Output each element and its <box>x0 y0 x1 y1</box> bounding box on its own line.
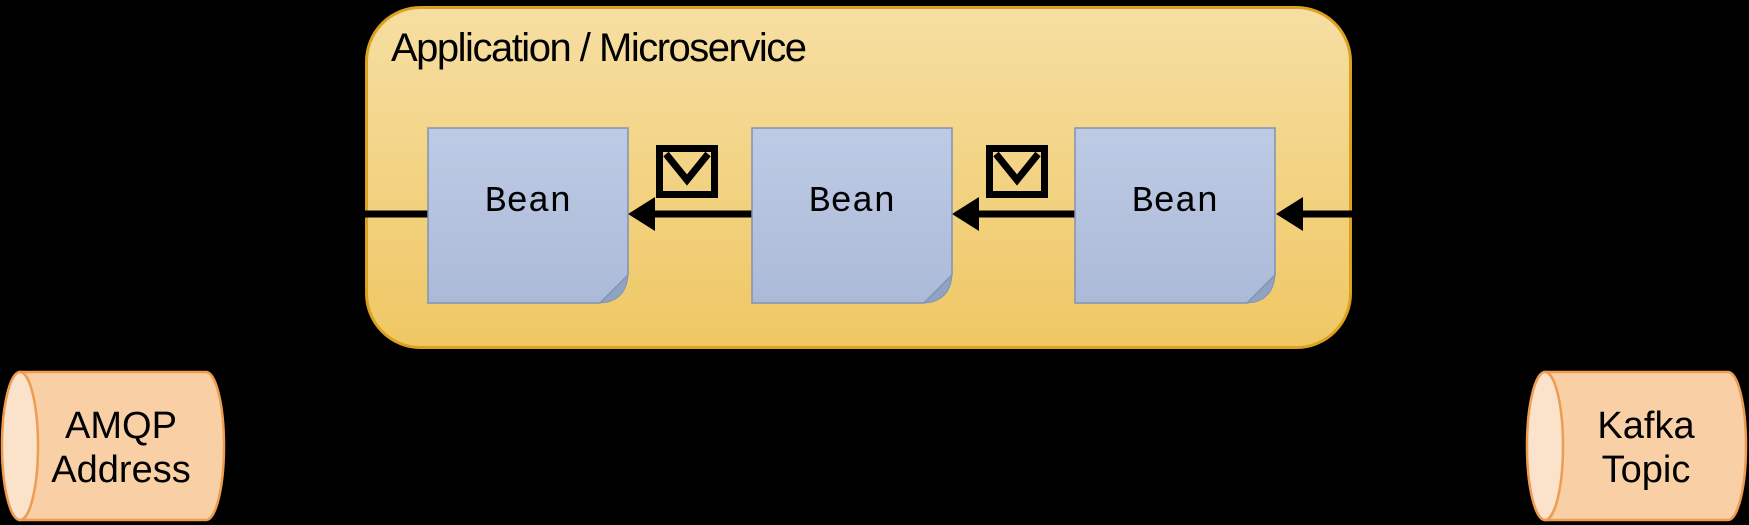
bean-label-1: Bean <box>484 181 572 222</box>
arrow-kafka-to-bean3 <box>1276 197 1405 231</box>
arrow-bean2-to-bean1 <box>628 197 753 231</box>
kafka-label-line1: Kafka <box>1597 405 1695 447</box>
kafka-topic-cylinder <box>1525 370 1748 522</box>
envelope-frame <box>656 145 718 198</box>
bean-label-3: Bean <box>1131 181 1219 222</box>
arrowhead-left-icon <box>1276 197 1303 231</box>
cylinder-body <box>1543 370 1748 522</box>
cylinder-body <box>18 370 226 522</box>
application-title: Application / Microservice <box>391 26 807 70</box>
envelope-flap <box>993 151 1041 186</box>
bean-label-2: Bean <box>808 181 896 222</box>
message-envelope-icon <box>986 145 1048 198</box>
amqp-label-line1: AMQP <box>65 405 177 447</box>
envelope-flap <box>663 151 711 186</box>
cylinder-cap <box>0 370 40 522</box>
message-envelope-icon <box>656 145 718 198</box>
arrow-bean3-to-bean2 <box>952 197 1076 231</box>
amqp-address-label: AMQP Address <box>21 404 221 492</box>
note-fold-corner <box>1245 273 1276 304</box>
kafka-topic-label: Kafka Topic <box>1546 404 1746 492</box>
envelope-frame <box>986 145 1048 198</box>
kafka-label-line2: Topic <box>1601 449 1691 491</box>
bean-note-3 <box>1074 127 1276 304</box>
note-fold-corner <box>598 273 629 304</box>
amqp-address-cylinder <box>0 370 226 522</box>
bean-note-1 <box>427 127 629 304</box>
bean-note-2 <box>751 127 953 304</box>
cylinder-cap <box>1525 370 1565 522</box>
arrowhead-left-icon <box>952 197 979 231</box>
arrowhead-left-icon <box>628 197 655 231</box>
note-fold-corner <box>922 273 953 304</box>
amqp-label-line2: Address <box>51 449 191 491</box>
